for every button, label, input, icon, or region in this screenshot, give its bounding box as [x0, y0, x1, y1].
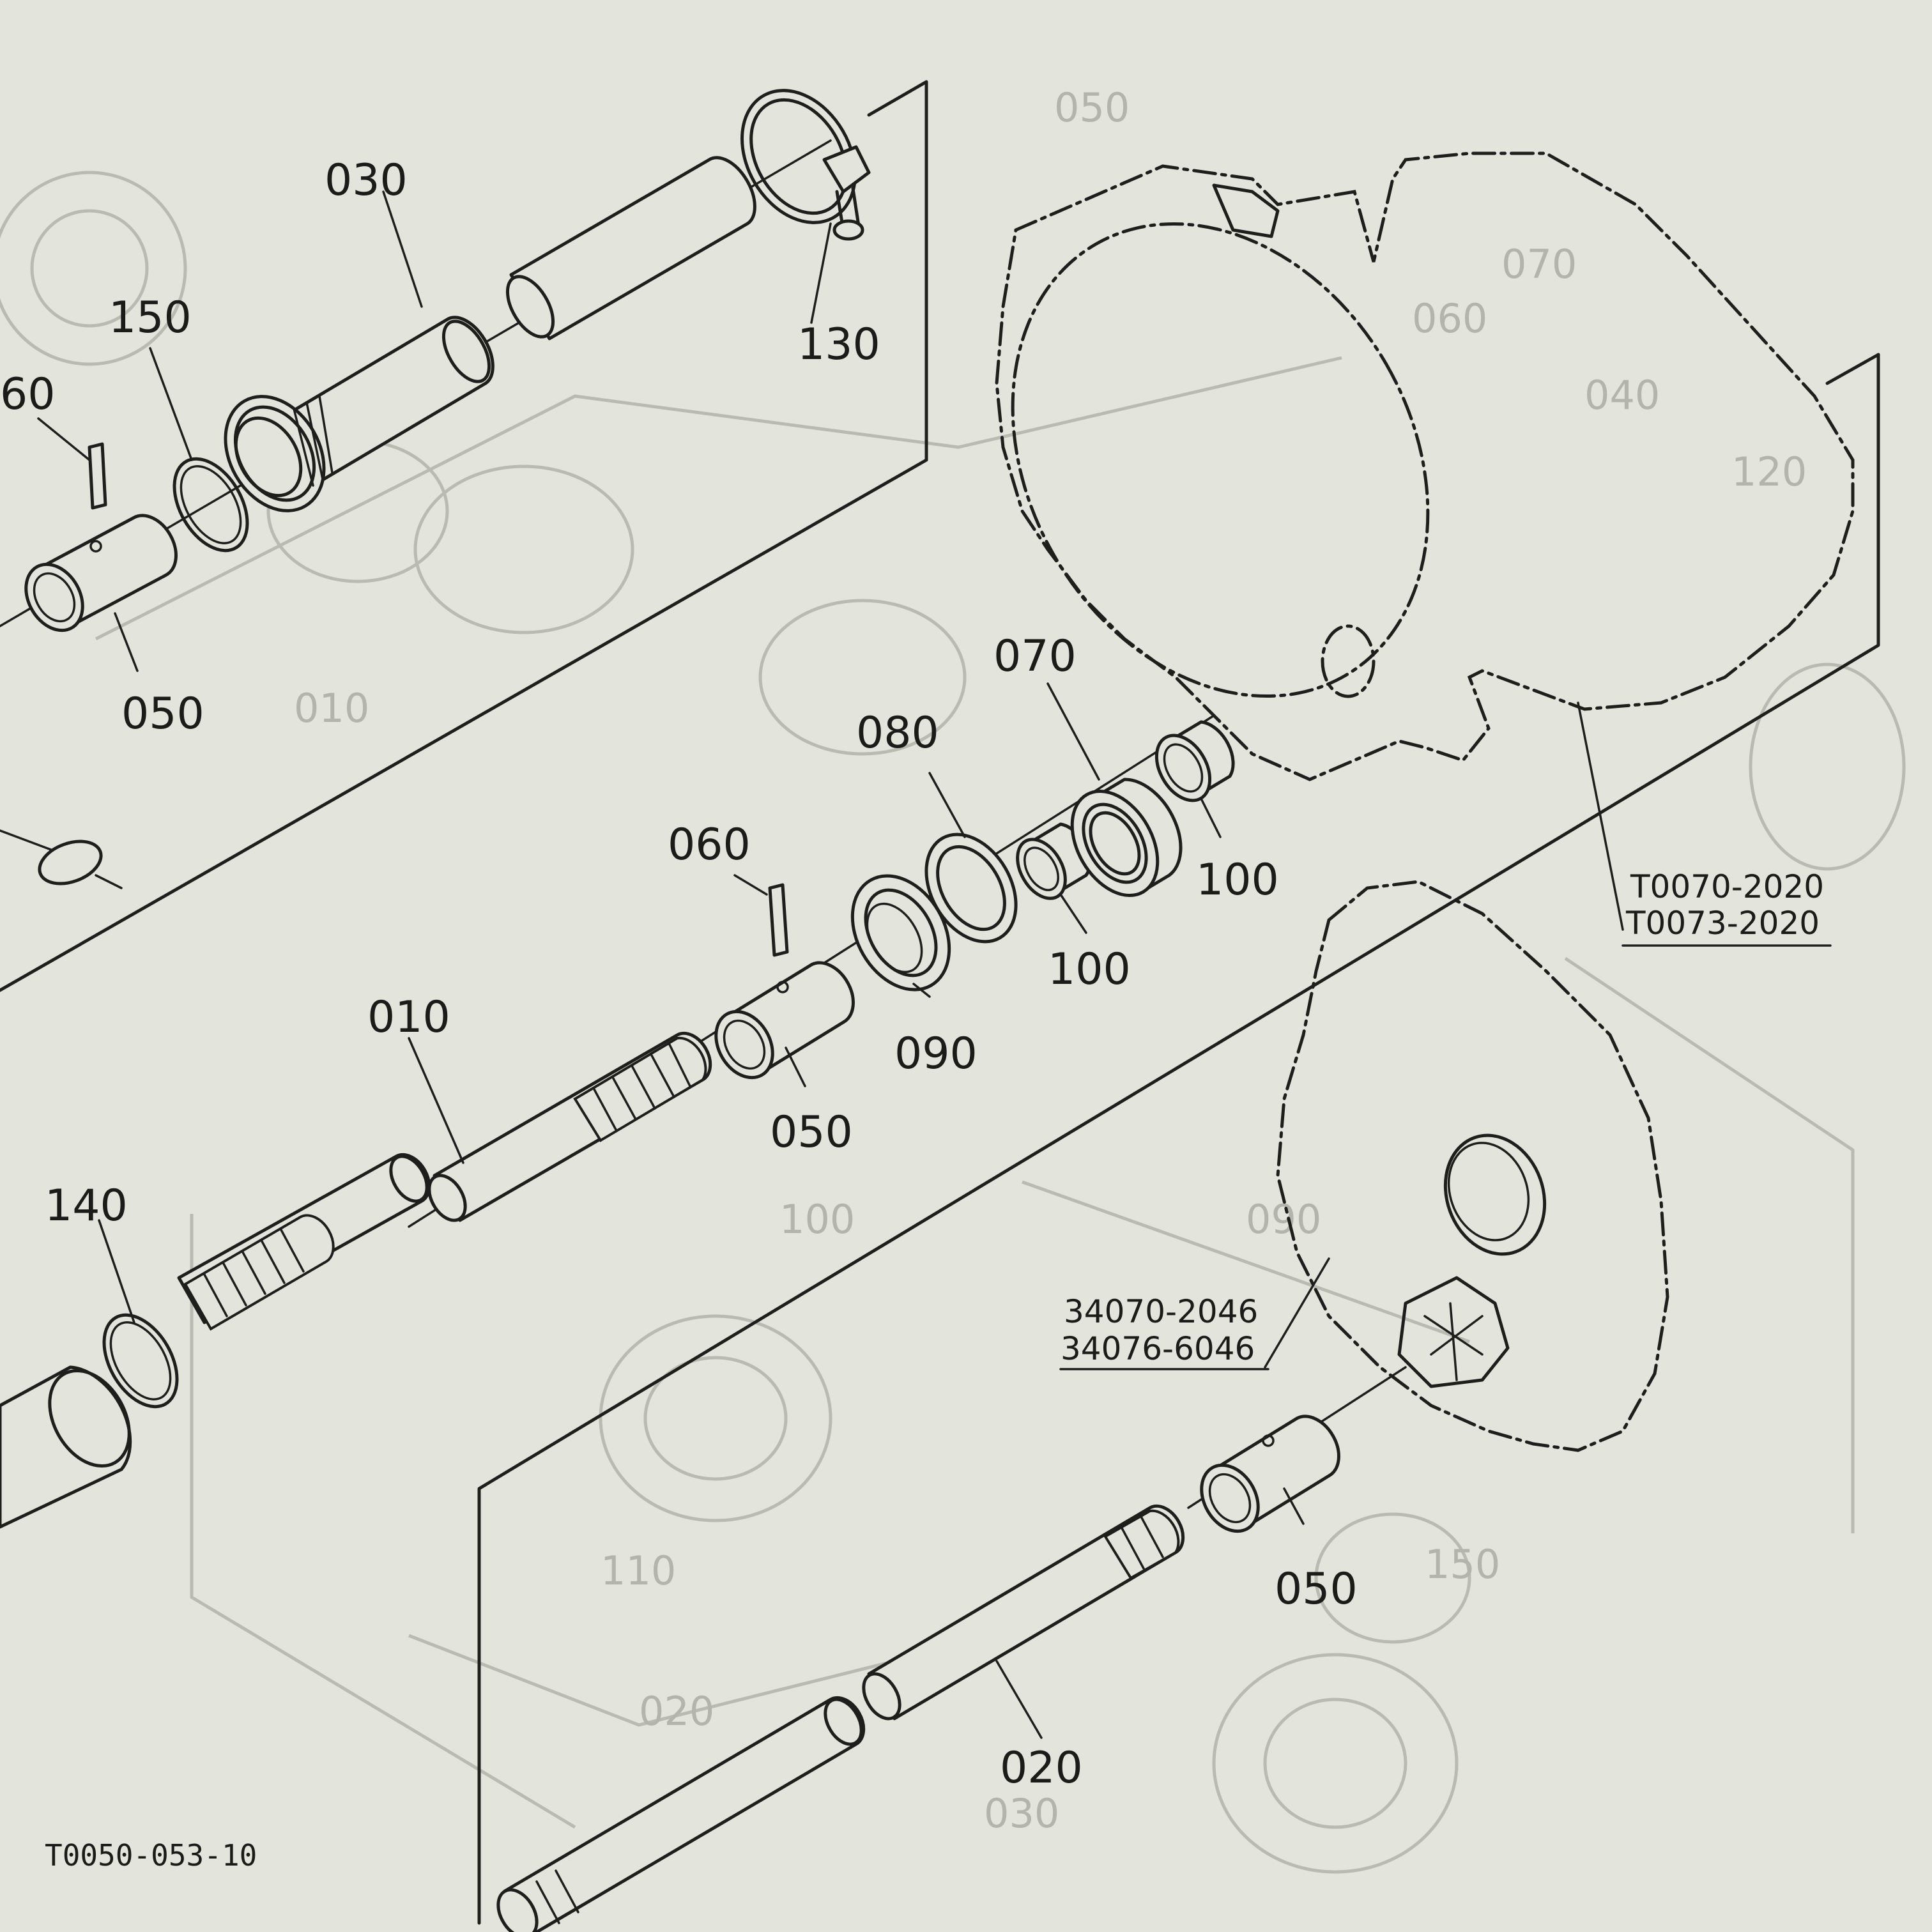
callout-080: 080	[856, 708, 939, 758]
part-150-o-ring	[172, 457, 249, 553]
ghost-label-020: 020	[639, 1688, 714, 1735]
ghost-label-100: 100	[779, 1196, 855, 1243]
case-boss	[1212, 183, 1280, 238]
callout-050-mid: 050	[770, 1107, 853, 1158]
ref-cover-1: 34070-2046	[1064, 1293, 1258, 1330]
transmission-case-outline	[995, 151, 1855, 781]
ref-case-1: T0070-2020	[1630, 868, 1824, 905]
callout-090: 090	[894, 1029, 977, 1079]
ghost-label-050: 050	[1054, 84, 1130, 131]
callout-060: 060	[668, 820, 751, 870]
callout-140: 140	[45, 1181, 128, 1231]
part-060-pin-top	[88, 442, 107, 510]
part-080-ring	[924, 832, 1018, 944]
ghost-label-060: 060	[1412, 295, 1487, 342]
part-010-shaft	[427, 1031, 712, 1222]
stray-part-left	[38, 839, 103, 885]
upper-left-assembly	[0, 89, 871, 889]
ghost-label-070: 070	[1501, 241, 1577, 288]
ghost-label-010: 010	[294, 685, 369, 732]
ghost-label-030: 030	[984, 1790, 1059, 1837]
part-030-tube	[224, 156, 756, 512]
middle-assembly	[408, 714, 1235, 1228]
figure-code: T0050-053-10	[45, 1838, 257, 1873]
callout-050-top: 050	[121, 689, 204, 739]
part-100-spacer-right	[1154, 720, 1235, 802]
callout-100-right: 100	[1196, 855, 1279, 905]
part-050-sleeve-top	[24, 514, 178, 632]
callout-030: 030	[325, 155, 408, 206]
part-140-o-ring	[102, 1313, 179, 1409]
ghost-label-120: 120	[1731, 448, 1807, 495]
ref-cover-2: 34076-6046	[1061, 1330, 1255, 1367]
callout-010: 010	[367, 992, 450, 1043]
callout-150: 150	[109, 293, 192, 343]
reference-numbers: T0070-2020 T0073-2020 34070-2046 34076-6…	[45, 868, 1832, 1873]
cover-opening	[1443, 1133, 1547, 1256]
ghost-label-040: 040	[1584, 372, 1660, 418]
callout-060-top: 60	[0, 369, 56, 420]
ghost-label-110: 110	[601, 1547, 676, 1594]
callout-050-bottom: 050	[1275, 1564, 1358, 1614]
leader-lines	[37, 190, 1624, 1739]
frame-lines	[0, 80, 1880, 1925]
cover-outline	[1276, 880, 1669, 1452]
callout-020: 020	[1000, 1743, 1083, 1793]
callout-130: 130	[797, 319, 880, 370]
cover-spline-hub	[1397, 1276, 1510, 1388]
part-050-sleeve-bottom	[1200, 1414, 1340, 1533]
bleed-through-layer: 050 070 060 040 120 010 150 020 030 090 …	[0, 84, 1906, 1874]
ghost-label-090: 090	[1246, 1196, 1321, 1243]
callout-070: 070	[993, 631, 1077, 682]
part-020-shaft	[496, 1504, 1185, 1932]
lower-left-assembly	[0, 1153, 431, 1529]
part-130-hose-clamp	[740, 89, 871, 241]
part-060-pin	[768, 883, 789, 957]
part-070-bearing	[1070, 778, 1183, 898]
part-050-sleeve-mid	[714, 961, 855, 1080]
ref-case-2: T0073-2020	[1625, 905, 1820, 942]
lower-right-assembly	[496, 1366, 1407, 1932]
ghost-label-150: 150	[1425, 1541, 1500, 1588]
callout-100-mid: 100	[1048, 944, 1131, 995]
callout-labels: 030 150 60 130 050 070 080 060 100 100 0…	[0, 155, 1358, 1793]
